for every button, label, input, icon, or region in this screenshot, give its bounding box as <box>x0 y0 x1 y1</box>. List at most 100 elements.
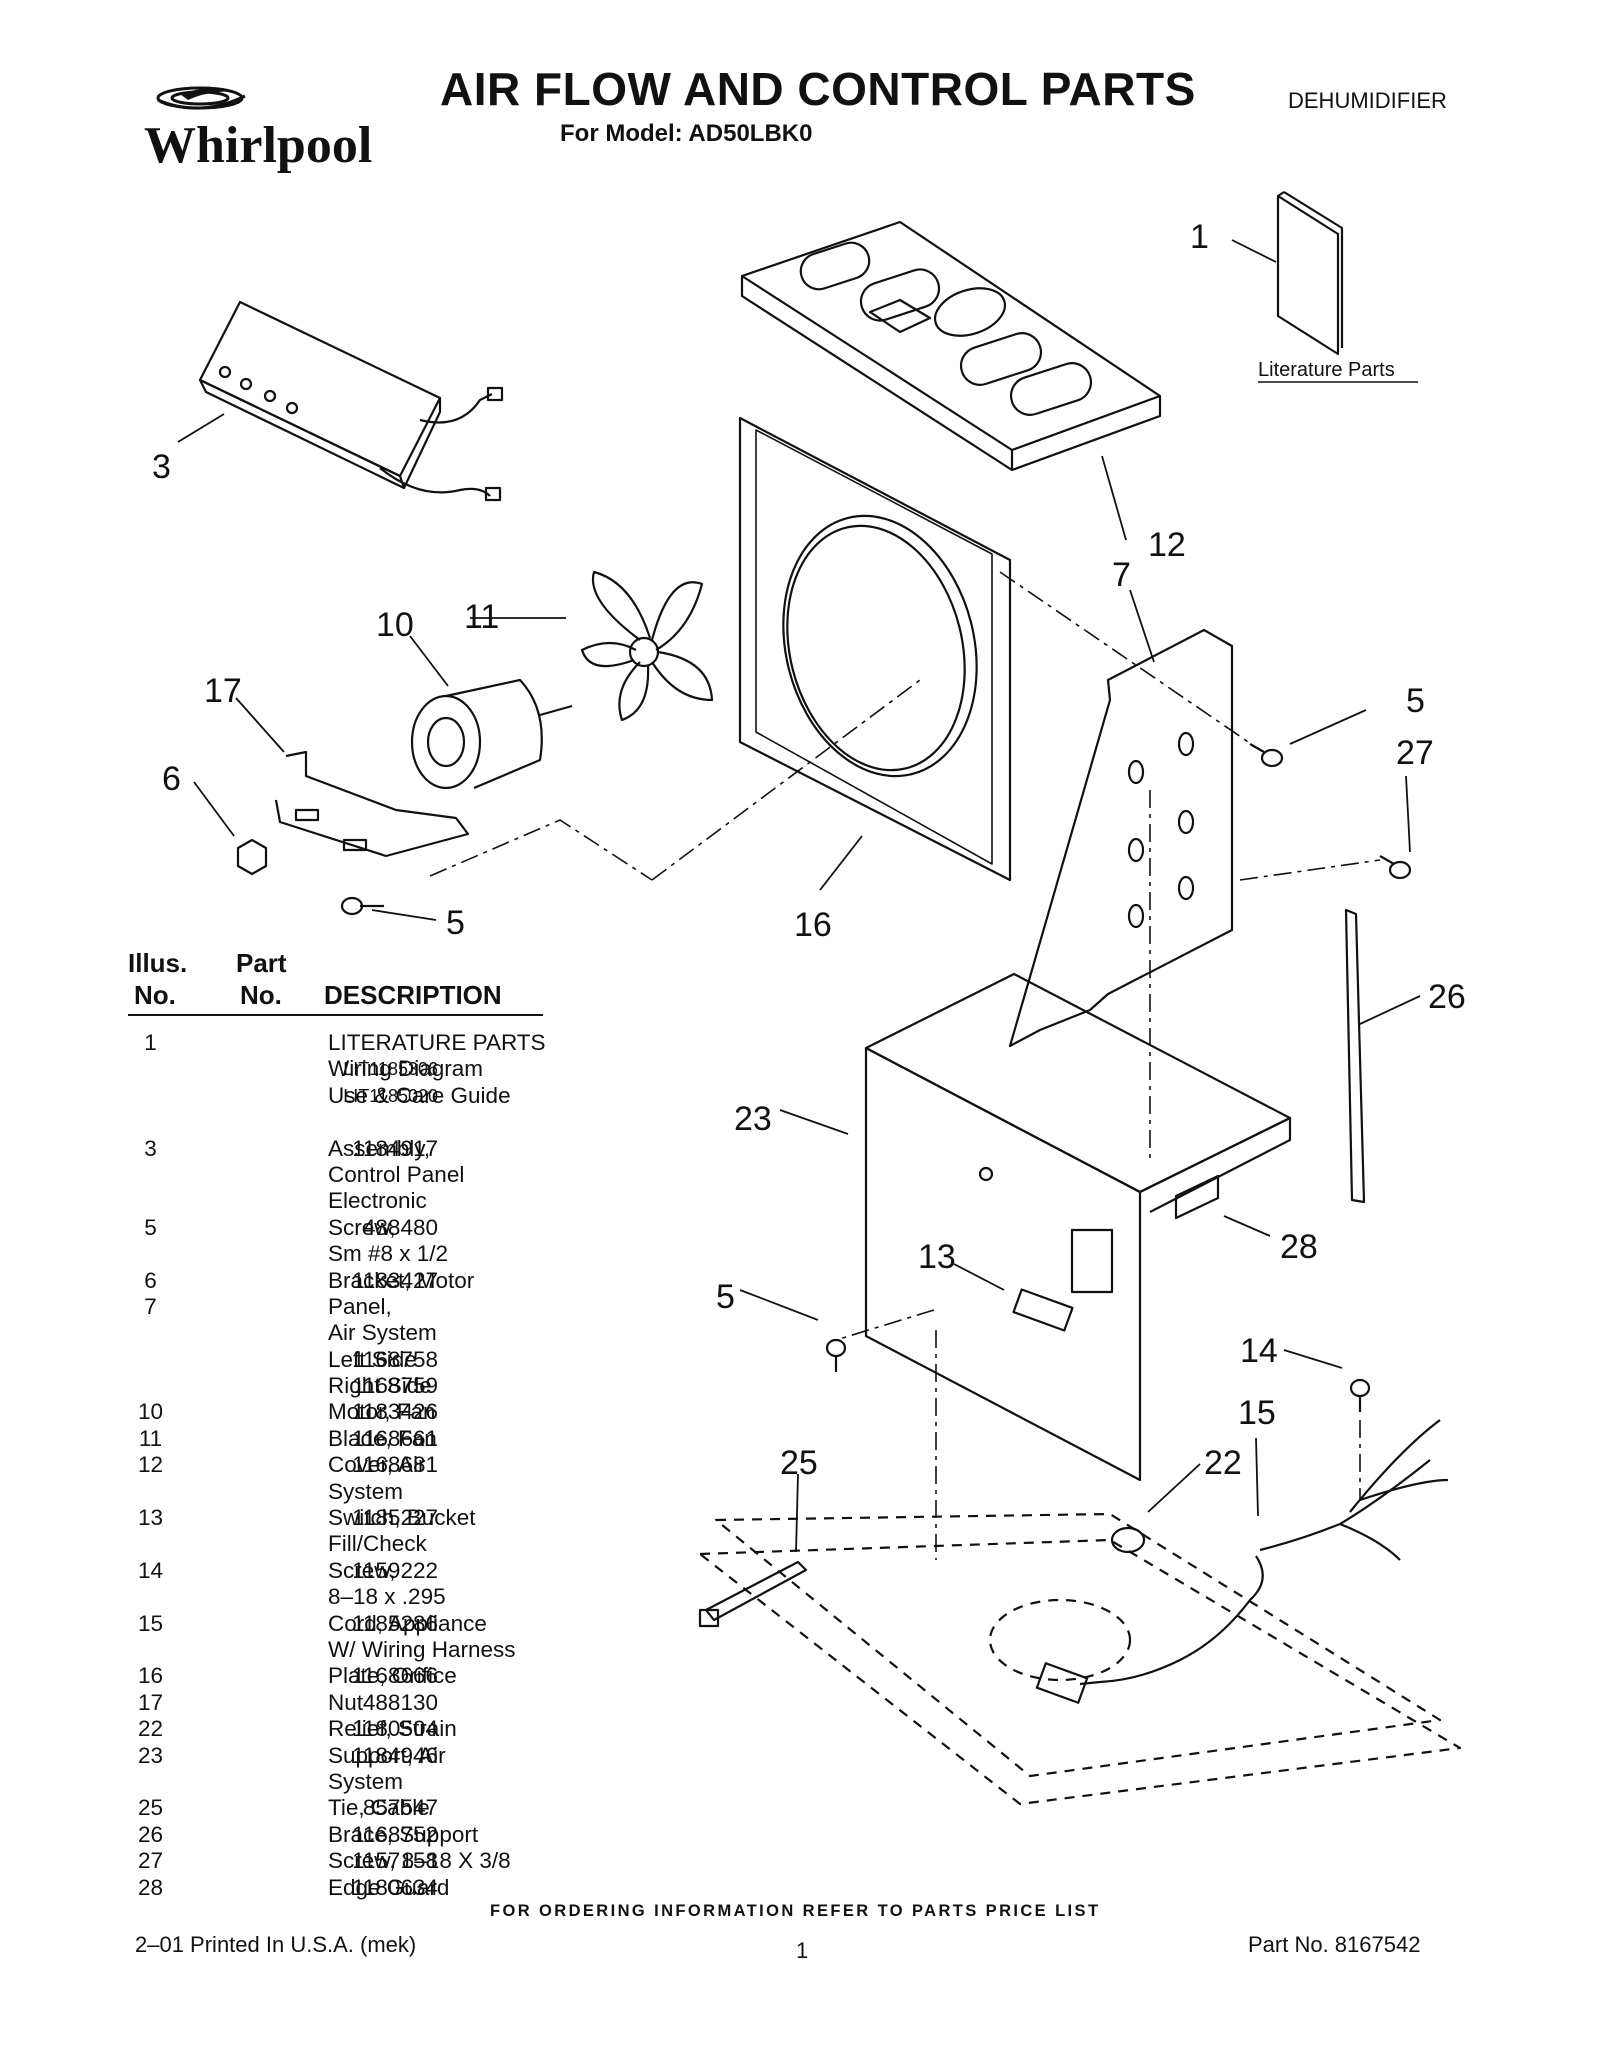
part-description: Cord, Appliance <box>328 1610 487 1636</box>
part-description: Electronic <box>328 1188 427 1214</box>
illus-number: 25 <box>137 1795 164 1821</box>
part-description: Panel, <box>328 1293 392 1319</box>
callout-number: 27 <box>1396 734 1434 772</box>
description-header: DESCRIPTION <box>324 980 502 1010</box>
screw <box>340 896 384 916</box>
illus-number: 27 <box>137 1848 164 1874</box>
screw <box>1349 1378 1371 1412</box>
callout-number: 11 <box>464 598 499 636</box>
part-number: 1168666 <box>352 1663 438 1689</box>
illus-number: 16 <box>137 1663 164 1689</box>
cable-tie <box>698 1560 808 1628</box>
callout-number: 28 <box>1280 1228 1318 1266</box>
part-description: Relief, Strain <box>328 1716 457 1742</box>
leader-lines <box>177 239 1421 1553</box>
header-rule <box>128 1014 543 1016</box>
part-description: Control Panel <box>328 1161 465 1187</box>
callout-number: 5 <box>1406 682 1425 720</box>
illus-number: 26 <box>137 1821 164 1847</box>
ordering-note: FOR ORDERING INFORMATION REFER TO PARTS … <box>490 1902 1101 1920</box>
table-row: 8–18 x .295 <box>128 1584 588 1610</box>
illus-number: 3 <box>144 1135 157 1161</box>
table-row: Control Panel <box>128 1162 588 1188</box>
illus-header: Illus. <box>128 948 188 978</box>
nut <box>236 838 268 876</box>
part-description: Brace, Support <box>328 1821 479 1847</box>
callout-number: 25 <box>780 1444 818 1482</box>
part-description: Air System <box>328 1320 437 1346</box>
svg-text:Whirlpool: Whirlpool <box>144 117 372 174</box>
part-description: Wiring Diagram <box>328 1056 484 1082</box>
callout-number: 5 <box>446 904 465 942</box>
edge-guard <box>1174 1174 1220 1220</box>
callout-number: 26 <box>1428 978 1466 1016</box>
part-description: Right Side <box>328 1373 432 1399</box>
illus-number: 6 <box>144 1267 157 1293</box>
fan-motor <box>410 678 573 790</box>
table-row: 7 Panel, <box>128 1294 588 1320</box>
callout-number: 12 <box>1148 526 1186 564</box>
literature-booklet <box>1276 191 1344 356</box>
part-description: Plate, Orifice <box>328 1663 457 1689</box>
print-info: 2–01 Printed In U.S.A. (mek) <box>135 1932 417 1957</box>
page-title: AIR FLOW AND CONTROL PARTS <box>440 63 1196 115</box>
callout-number: 7 <box>1112 556 1131 594</box>
illus-number: 7 <box>144 1293 157 1319</box>
table-row: System <box>128 1479 588 1505</box>
part-number: 1183426 <box>352 1399 438 1425</box>
part-number: LIT1185306 <box>343 1059 438 1080</box>
part-description: Bracket, Motor <box>328 1267 475 1293</box>
illus-number: 17 <box>137 1689 164 1715</box>
part-number: 1180634 <box>352 1874 438 1900</box>
part-description: Motor, Fan <box>328 1399 436 1425</box>
page-number: 1 <box>796 1938 809 1963</box>
table-row: Fill/Check <box>128 1531 588 1557</box>
air-system-support <box>864 972 1292 1482</box>
callout-number: 3 <box>152 448 171 486</box>
part-number: 1183427 <box>352 1267 438 1293</box>
callout-number: 6 <box>162 760 181 798</box>
air-system-cover <box>740 220 1162 472</box>
illus-number: 13 <box>137 1505 164 1531</box>
literature-parts-label: Literature Parts <box>1258 359 1395 381</box>
callout-number: 1 <box>1190 218 1209 256</box>
part-header: Part <box>236 948 287 978</box>
part-number: LIT1185020 <box>343 1085 438 1106</box>
part-number: 1157158 <box>352 1848 438 1874</box>
document-type: DEHUMIDIFIER <box>1288 88 1447 113</box>
part-number: 1184946 <box>352 1742 438 1768</box>
part-header: No. <box>240 980 282 1010</box>
part-description: W/ Wiring Harness <box>328 1636 516 1662</box>
part-description: Edge Guard <box>328 1874 450 1900</box>
model-subtitle: For Model: AD50LBK0 <box>560 120 813 147</box>
callout-number: 13 <box>918 1238 956 1276</box>
part-description: Sm #8 x 1/2 <box>328 1241 449 1267</box>
part-description: 8–18 x .295 <box>328 1584 446 1610</box>
screw <box>1379 855 1412 880</box>
part-description: Screw, <box>328 1214 396 1240</box>
part-number: 1159222 <box>352 1557 438 1583</box>
part-description: Switch, Bucket <box>328 1505 476 1531</box>
part-number: 1168758 <box>352 1346 438 1372</box>
part-description: Use & Care Guide <box>328 1082 511 1108</box>
callout-number: 22 <box>1204 1444 1242 1482</box>
part-number: 1168752 <box>352 1821 438 1847</box>
part-description: Left Side <box>328 1346 417 1372</box>
illus-number: 10 <box>137 1399 164 1425</box>
part-description: Assembly, <box>328 1135 431 1161</box>
